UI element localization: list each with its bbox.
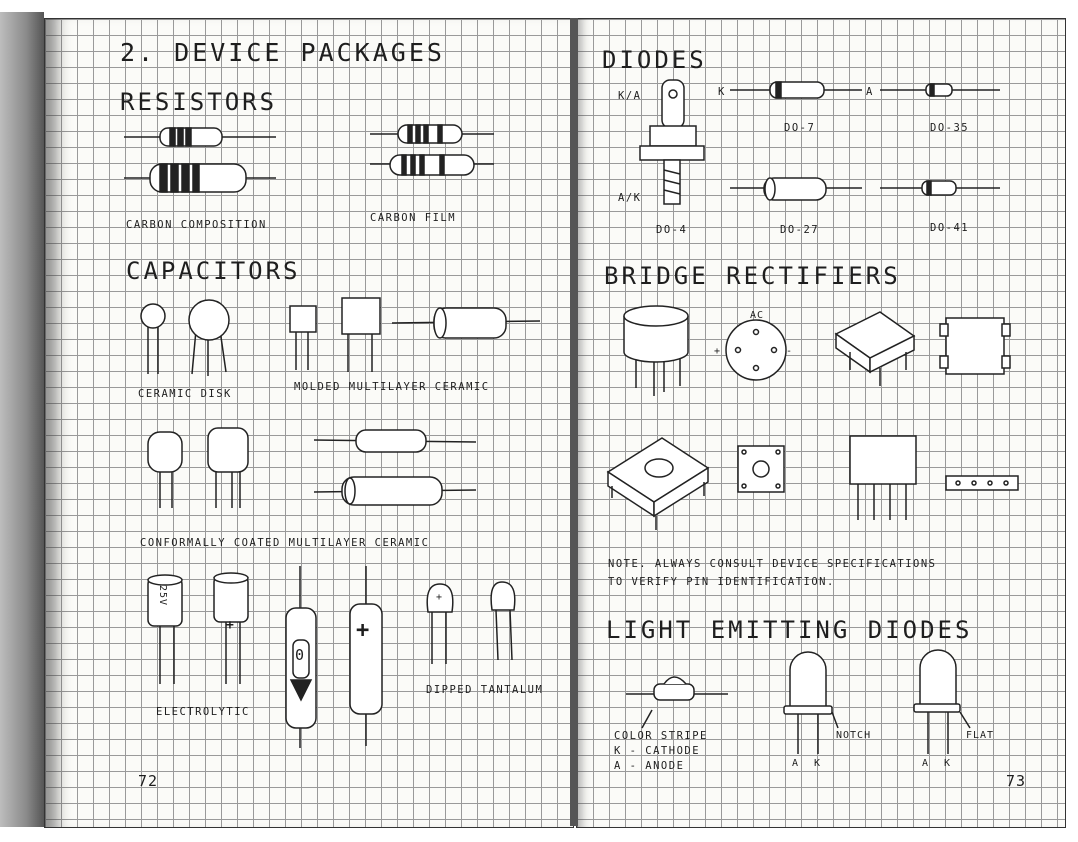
carbon-composition-label: CARBON COMPOSITION xyxy=(126,219,267,231)
bridge-plus-label: + xyxy=(714,346,722,357)
diodes-heading: DIODES xyxy=(602,46,707,74)
do-4-label: DO-4 xyxy=(656,224,688,236)
page-number-left: 72 xyxy=(138,772,159,790)
dipped-tantalum-label: DIPPED TANTALUM xyxy=(426,684,544,696)
do-41-label: DO-41 xyxy=(930,222,970,234)
capacitor-zero-marking: 0 xyxy=(295,646,306,664)
diode-pin-ka: K/A xyxy=(618,90,642,102)
carbon-film-label: CARBON FILM xyxy=(370,212,457,224)
page-number-right: 73 xyxy=(1006,772,1027,790)
ceramic-disk-label: CERAMIC DISK xyxy=(138,388,232,400)
molded-multilayer-ceramic-label: MOLDED MULTILAYER CERAMIC xyxy=(294,381,490,393)
capacitor-axial-plus-marking: + xyxy=(356,618,371,643)
bridge-minus-label: - xyxy=(786,346,794,357)
book-spine xyxy=(570,18,578,826)
led-legend-anode: A - ANODE xyxy=(614,760,685,772)
book-edge xyxy=(0,12,44,827)
do-27-label: DO-27 xyxy=(780,224,820,236)
resistors-heading: RESISTORS xyxy=(120,88,278,116)
led-flat-label: FLAT xyxy=(966,730,995,741)
led1-pin-k: K xyxy=(814,758,822,769)
capacitors-heading: CAPACITORS xyxy=(126,257,301,285)
do-7-label: DO-7 xyxy=(784,122,816,134)
page-title: 2. DEVICE PACKAGES xyxy=(120,38,445,67)
left-page xyxy=(44,18,574,828)
note-line-2: TO VERIFY PIN IDENTIFICATION. xyxy=(608,576,835,588)
electrolytic-label: ELECTROLYTIC xyxy=(156,706,250,718)
led-notch-label: NOTCH xyxy=(836,730,872,741)
led-heading: LIGHT EMITTING DIODES xyxy=(606,616,973,644)
led2-pin-k: K xyxy=(944,758,952,769)
do-35-label: DO-35 xyxy=(930,122,970,134)
diode-pin-k: K xyxy=(718,86,726,98)
conformally-coated-label: CONFORMALLY COATED MULTILAYER CERAMIC xyxy=(140,537,430,549)
led1-pin-a: A xyxy=(792,758,800,769)
led2-pin-a: A xyxy=(922,758,930,769)
led-legend-stripe: COLOR STRIPE xyxy=(614,730,708,742)
led-legend-cathode: K - CATHODE xyxy=(614,745,701,757)
tantalum-plus-marking: + xyxy=(436,592,444,603)
bridge-ac-label: AC xyxy=(750,310,765,321)
diode-pin-ak: A/K xyxy=(618,192,642,204)
note-line-1: NOTE. ALWAYS CONSULT DEVICE SPECIFICATIO… xyxy=(608,558,937,570)
bridge-rectifiers-heading: BRIDGE RECTIFIERS xyxy=(604,262,901,290)
diode-pin-a: A xyxy=(866,86,874,98)
capacitor-plus-marking: + xyxy=(226,618,235,633)
